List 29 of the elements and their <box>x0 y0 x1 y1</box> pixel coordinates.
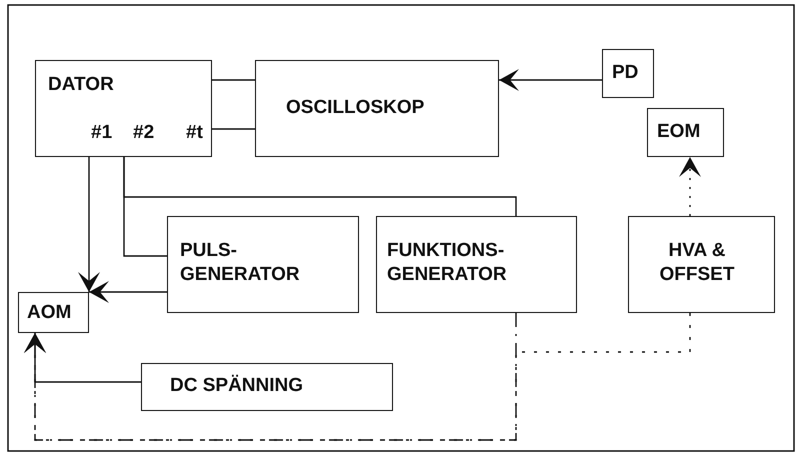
node-label: EOM <box>657 120 700 144</box>
process-box <box>167 216 359 313</box>
port-label: #t <box>186 121 203 145</box>
arrow <box>499 69 602 91</box>
process-box <box>141 363 393 411</box>
node-label: PD <box>612 61 638 85</box>
port-label: #2 <box>133 121 154 145</box>
connector-line <box>212 128 255 130</box>
arrow <box>24 313 691 441</box>
connector-line <box>123 157 517 216</box>
node-label: HVA & OFFSET <box>658 239 736 287</box>
process-box <box>35 60 212 157</box>
process-box <box>602 49 654 98</box>
port-label: #1 <box>91 121 112 145</box>
process-box <box>628 216 775 313</box>
arrow <box>78 157 100 292</box>
node-label: OSCILLOSKOP <box>286 96 424 120</box>
connector-line <box>212 79 255 81</box>
node-label: FUNKTIONS- GENERATOR <box>387 239 508 287</box>
process-box <box>255 60 499 157</box>
node-label: AOM <box>27 301 72 325</box>
node-label: DATOR <box>48 73 114 97</box>
arrow <box>89 281 167 303</box>
process-box <box>647 108 724 157</box>
process-box <box>18 292 89 333</box>
node-label: DC SPÄNNING <box>170 374 304 398</box>
arrow <box>679 157 701 216</box>
process-box <box>376 216 577 313</box>
node-label: PULS- GENERATOR <box>180 239 300 287</box>
